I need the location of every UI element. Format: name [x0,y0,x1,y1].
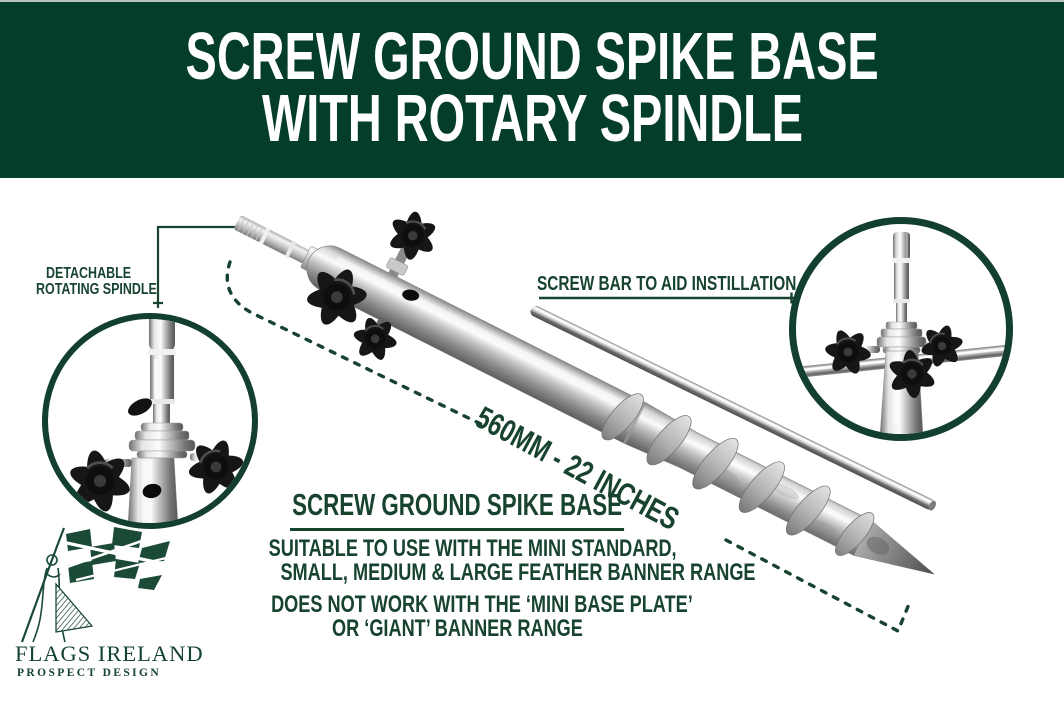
info-warning-line2-text: OR ‘GIANT’ BANNER RANGE [331,615,583,642]
spike-photo [234,199,935,575]
screw-bar-label: SCREW BAR TO AID INSTILLATION [537,272,883,296]
detachable-label-line1-text: DETACHABLE [46,265,132,282]
info-heading: SCREW GROUND SPIKE BASE [197,487,717,531]
info-warning-line1: DOES NOT WORK WITH THE ‘MINI BASE PLATE’ [197,591,717,619]
inset-left-spindle-closeup [42,313,258,529]
erin-figure [32,554,66,643]
detachable-spindle-label: DETACHABLE ROTATING SPINDLE [36,266,166,298]
page-title-line2-text: WITH ROTARY SPINDLE [261,81,803,156]
detachable-leader-line [153,225,255,308]
screw-flights [601,393,875,556]
flags-ireland-logo-graphic [20,527,175,643]
brand-name: FLAGS IRELAND [15,641,204,666]
info-heading-text: SCREW GROUND SPIKE BASE [289,487,625,531]
waving-flag [61,527,175,590]
detachable-label-line2: ROTATING SPINDLE [36,282,166,298]
top-edge-strip [0,0,1064,2]
page-title-line1: SCREW GROUND SPIKE BASE [0,19,1064,94]
top-clamp-knob [377,199,449,272]
harp-strings [55,582,94,633]
rotating-spindle-closeup [59,319,251,523]
screw-bar-inserted-closeup [796,232,1006,434]
brand-tagline: PROSPECT DESIGN [17,667,162,679]
inset-right-screwbar-closeup [789,217,1013,441]
detachable-label-line2-text: ROTATING SPINDLE [36,281,157,298]
header-banner: SCREW GROUND SPIKE BASE WITH ROTARY SPIN… [0,0,1064,178]
screw-bar-photo [530,305,936,511]
page-title-line2: WITH ROTARY SPINDLE [0,81,1064,156]
info-warning-line1-text: DOES NOT WORK WITH THE ‘MINI BASE PLATE’ [271,591,693,618]
screw-bar-label-text: SCREW BAR TO AID INSTILLATION [537,272,797,295]
info-suitable-line1-text: SUITABLE TO USE WITH THE MINI STANDARD, [268,535,677,562]
info-suitable-line2: SMALL, MEDIUM & LARGE FEATHER BANNER RAN… [197,559,755,587]
measurement-dotted-line [225,260,911,634]
detachable-label-line1: DETACHABLE [36,266,166,282]
info-suitable-line1: SUITABLE TO USE WITH THE MINI STANDARD, [197,535,717,563]
page-title-line1-text: SCREW GROUND SPIKE BASE [185,19,879,94]
info-suitable-line2-text: SMALL, MEDIUM & LARGE FEATHER BANNER RAN… [280,559,756,586]
info-warning-line2: OR ‘GIANT’ BANNER RANGE [197,615,717,643]
flag-pole [20,527,66,643]
